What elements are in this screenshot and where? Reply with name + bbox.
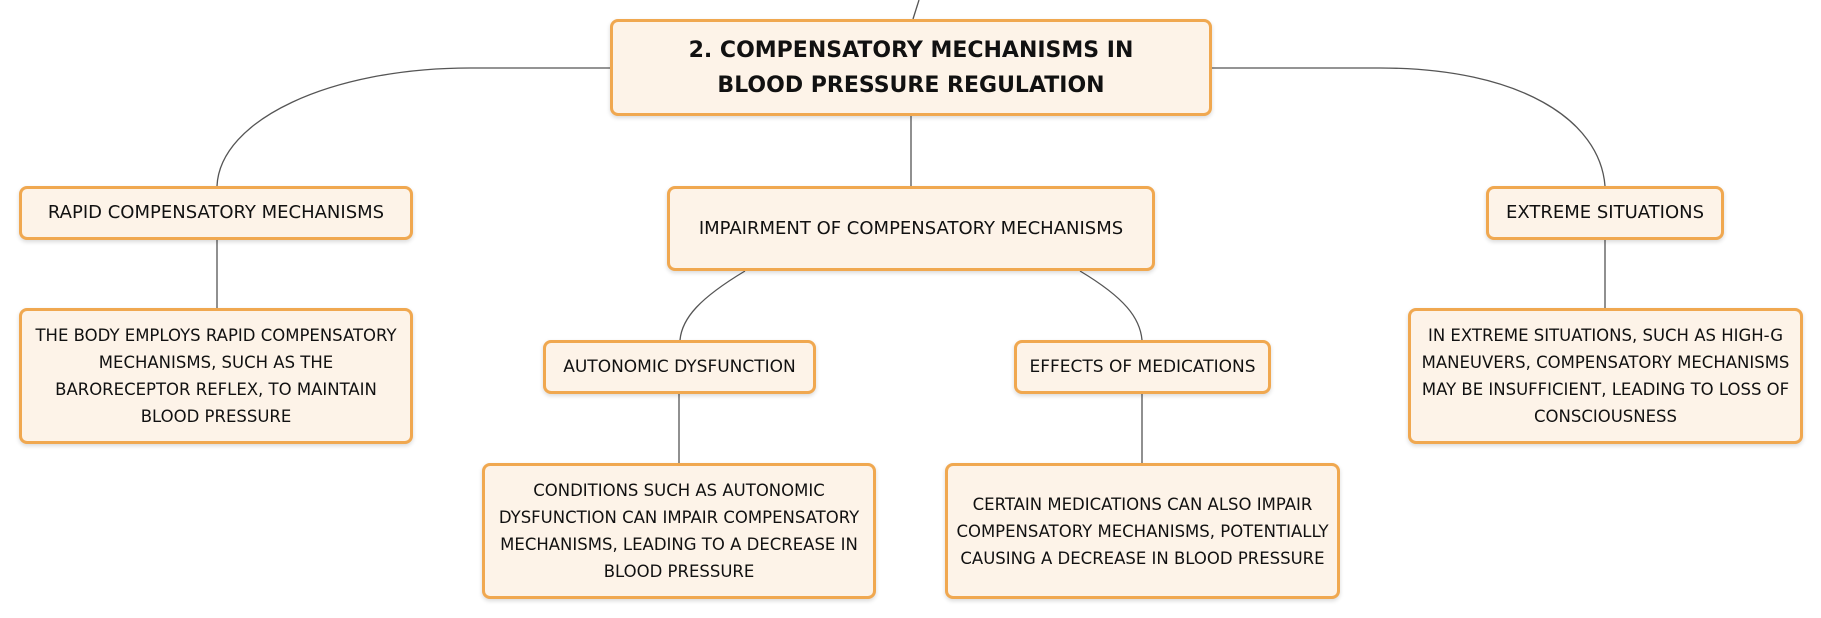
detail-text: CONDITIONS SUCH AS AUTONOMIC DYSFUNCTION… bbox=[498, 481, 860, 581]
root-topic-title: 2. COMPENSATORY MECHANISMS IN BLOOD PRES… bbox=[688, 37, 1134, 98]
connector-impairment-to-autonomic bbox=[679, 270, 746, 341]
detail-text: CERTAIN MEDICATIONS CAN ALSO IMPAIR COMP… bbox=[956, 494, 1329, 568]
detail-rapid-compensatory-mechanisms[interactable]: THE BODY EMPLOYS RAPID COMPENSATORY MECH… bbox=[19, 308, 413, 444]
detail-extreme-situations[interactable]: IN EXTREME SITUATIONS, SUCH AS HIGH-G MA… bbox=[1408, 308, 1803, 444]
detail-text: IN EXTREME SITUATIONS, SUCH AS HIGH-G MA… bbox=[1421, 326, 1790, 426]
root-topic-node[interactable]: 2. COMPENSATORY MECHANISMS IN BLOOD PRES… bbox=[610, 19, 1212, 116]
topic-label: IMPAIRMENT OF COMPENSATORY MECHANISMS bbox=[698, 217, 1124, 239]
subtopic-autonomic-dysfunction[interactable]: AUTONOMIC DYSFUNCTION bbox=[543, 340, 816, 394]
connector-root-to-extreme bbox=[1212, 67, 1606, 187]
connector-to-parent bbox=[912, 0, 920, 20]
detail-autonomic-dysfunction[interactable]: CONDITIONS SUCH AS AUTONOMIC DYSFUNCTION… bbox=[482, 463, 876, 599]
connector-root-to-rapid bbox=[216, 67, 610, 187]
topic-label: EXTREME SITUATIONS bbox=[1505, 202, 1705, 223]
subtopic-label: EFFECTS OF MEDICATIONS bbox=[1029, 357, 1256, 377]
detail-text: THE BODY EMPLOYS RAPID COMPENSATORY MECH… bbox=[35, 326, 397, 426]
subtopic-effects-of-medications[interactable]: EFFECTS OF MEDICATIONS bbox=[1014, 340, 1271, 394]
topic-extreme-situations[interactable]: EXTREME SITUATIONS bbox=[1486, 186, 1724, 240]
topic-impairment-of-compensatory-mechanisms[interactable]: IMPAIRMENT OF COMPENSATORY MECHANISMS bbox=[667, 186, 1155, 271]
topic-label: RAPID COMPENSATORY MECHANISMS bbox=[47, 202, 385, 223]
subtopic-label: AUTONOMIC DYSFUNCTION bbox=[563, 357, 796, 377]
detail-effects-of-medications[interactable]: CERTAIN MEDICATIONS CAN ALSO IMPAIR COMP… bbox=[945, 463, 1340, 599]
connector-impairment-to-medications bbox=[1079, 270, 1143, 341]
topic-rapid-compensatory-mechanisms[interactable]: RAPID COMPENSATORY MECHANISMS bbox=[19, 186, 413, 240]
